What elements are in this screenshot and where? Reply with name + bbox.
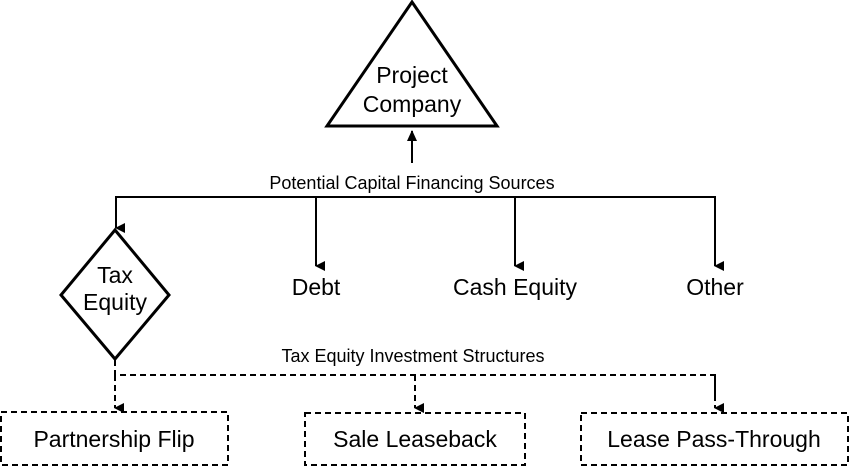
- project-company-line-2: Company: [363, 91, 462, 117]
- partnership-flip-node: Partnership Flip: [0, 411, 229, 466]
- tax-equity-line-2: Equity: [83, 289, 147, 315]
- triangle-shape: [324, 0, 500, 128]
- financing-branch-line: [115, 196, 716, 218]
- dashed-box: [580, 412, 849, 466]
- project-company-node: Project Company: [324, 0, 500, 128]
- partnership-flip-label: Partnership Flip: [33, 426, 194, 452]
- lease-pass-through-node: Lease Pass-Through: [580, 412, 849, 466]
- debt-label: Debt: [292, 274, 341, 300]
- tax-equity-node: Tax Equity: [59, 227, 171, 362]
- tax-equity-line-1: Tax: [97, 262, 133, 288]
- sale-leaseback-node: Sale Leaseback: [304, 412, 526, 466]
- cash-equity-label: Cash Equity: [453, 274, 578, 300]
- financing-sources-label: Potential Capital Financing Sources: [269, 173, 554, 193]
- diamond-shape: [59, 227, 171, 362]
- other-label: Other: [686, 274, 744, 300]
- dashed-box: [0, 411, 229, 466]
- sale-leaseback-label: Sale Leaseback: [333, 426, 497, 452]
- dashed-box: [304, 412, 526, 466]
- lease-pass-through-label: Lease Pass-Through: [607, 426, 821, 452]
- structures-label: Tax Equity Investment Structures: [281, 346, 544, 366]
- project-company-line-1: Project: [376, 62, 448, 88]
